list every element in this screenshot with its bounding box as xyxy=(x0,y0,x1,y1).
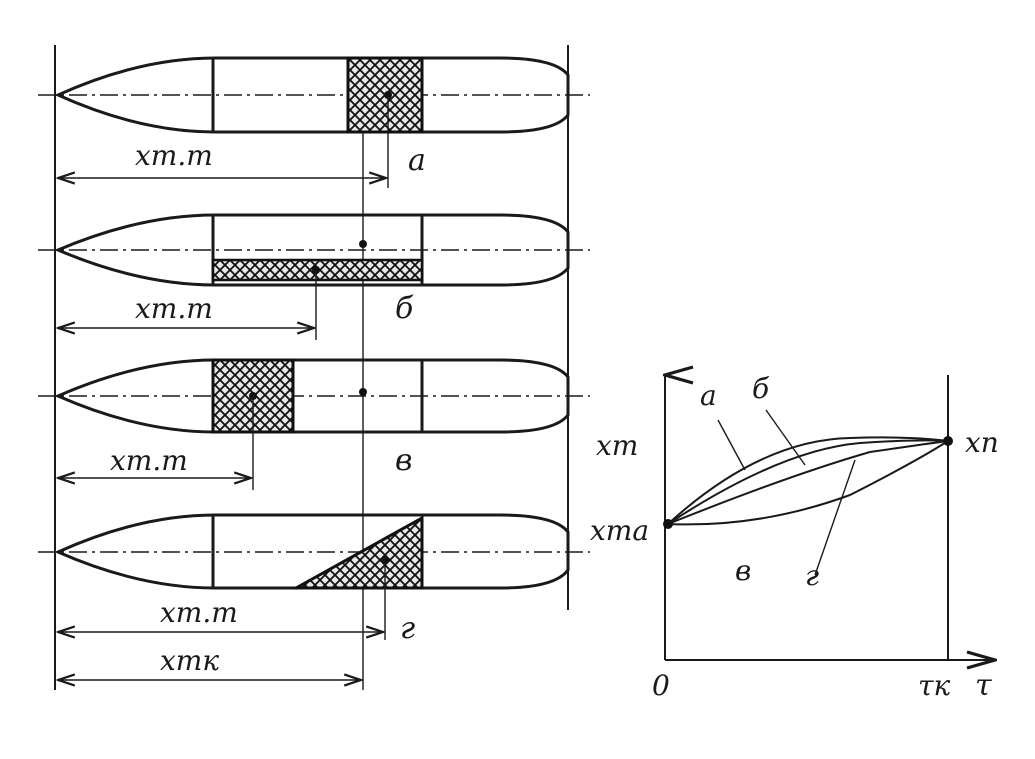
dim-label-g: xm.т xyxy=(160,596,238,629)
end-point xyxy=(943,436,953,446)
vessel-hull-g xyxy=(54,513,570,590)
vessel-variant-g: xm.т г xyxy=(38,513,590,646)
dim-label-b: xm.т xyxy=(135,292,213,325)
leader-g xyxy=(814,459,856,576)
origin-label: 0 xyxy=(652,669,670,702)
curve-a xyxy=(667,436,949,525)
curve-label-v: в xyxy=(735,554,751,587)
curve-label-b: б xyxy=(752,372,770,405)
curve-b xyxy=(667,439,949,525)
cg-point-v xyxy=(359,388,367,396)
y-axis-label: xm xyxy=(596,429,638,462)
x-axis-label: τ xyxy=(975,668,992,703)
cargo-wedge-g xyxy=(290,515,424,590)
case-label-g: г xyxy=(400,611,415,646)
case-label-a: а xyxy=(408,143,426,178)
case-label-v: в xyxy=(395,443,412,478)
cg-point-b xyxy=(359,240,367,248)
start-label: xmа xyxy=(590,514,649,547)
end-label: xп xyxy=(965,426,999,459)
leader-b xyxy=(765,409,806,466)
case-label-b: б xyxy=(395,291,414,326)
dim-label-a: xm.т xyxy=(135,139,213,172)
curve-v xyxy=(667,440,949,526)
leader-a xyxy=(717,419,746,471)
dim-label-v: xm.т xyxy=(110,444,188,477)
curve-label-a: а xyxy=(700,379,717,412)
vessel-variant-v: xm.т в xyxy=(38,358,590,490)
trim-graph: а б в г xm xmа xп 0 τк τ xyxy=(590,372,999,703)
x-end-label: τк xyxy=(918,669,950,702)
dim-label-total: xmк xyxy=(160,644,219,677)
vessel-variant-a: xm.т а xyxy=(38,56,590,188)
curve-label-g: г xyxy=(805,559,819,592)
overall-dimension: xmк xyxy=(58,644,361,680)
start-point xyxy=(663,519,673,529)
vessel-variant-b: xm.т б xyxy=(38,213,590,340)
curve-g xyxy=(667,440,949,525)
